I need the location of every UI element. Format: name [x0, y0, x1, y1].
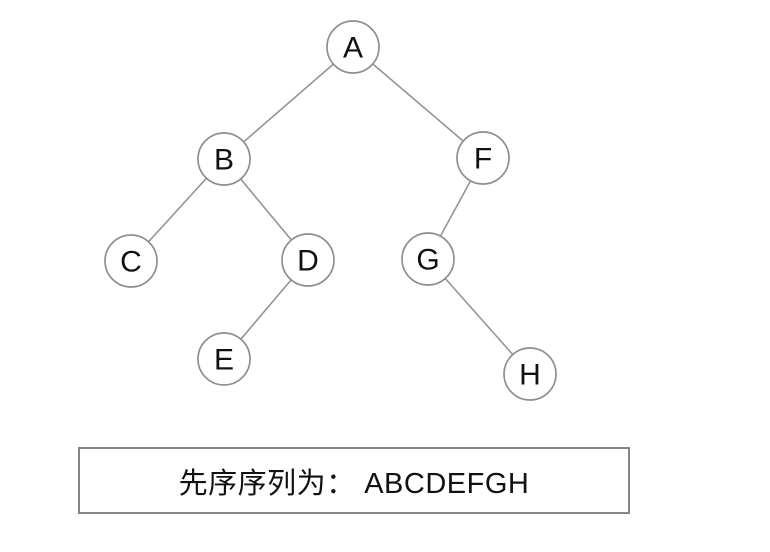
node-label-G: G — [416, 244, 439, 277]
node-circle-A — [326, 20, 380, 74]
node-circle-F — [456, 131, 510, 185]
node-circle-H — [503, 347, 557, 401]
node-label-E: E — [214, 344, 234, 377]
node-circle-C — [104, 234, 158, 288]
tree-node-H: H — [503, 347, 557, 401]
binary-tree-diagram: A B C D E F G H — [104, 20, 557, 401]
node-circle-E — [197, 332, 251, 386]
tree-node-A: A — [326, 20, 380, 74]
edge-A-F — [352, 46, 484, 159]
tree-node-B: B — [197, 132, 251, 186]
node-label-A: A — [343, 32, 363, 65]
node-label-F: F — [474, 143, 492, 176]
node-label-C: C — [120, 246, 142, 279]
tree-node-E: E — [197, 332, 251, 386]
node-circle-G — [401, 232, 455, 286]
tree-node-F: F — [456, 131, 510, 185]
node-circle-D — [281, 233, 335, 287]
edge-A-B — [223, 46, 354, 160]
node-label-H: H — [519, 359, 541, 392]
tree-node-G: G — [401, 232, 455, 286]
node-label-D: D — [297, 245, 319, 278]
tree-node-C: C — [104, 234, 158, 288]
tree-node-D: D — [281, 233, 335, 287]
node-circle-B — [197, 132, 251, 186]
preorder-sequence-label: 先序序列为： ABCDEFGH — [178, 467, 530, 500]
caption-box: 先序序列为： ABCDEFGH — [78, 447, 630, 514]
node-label-B: B — [214, 144, 234, 177]
